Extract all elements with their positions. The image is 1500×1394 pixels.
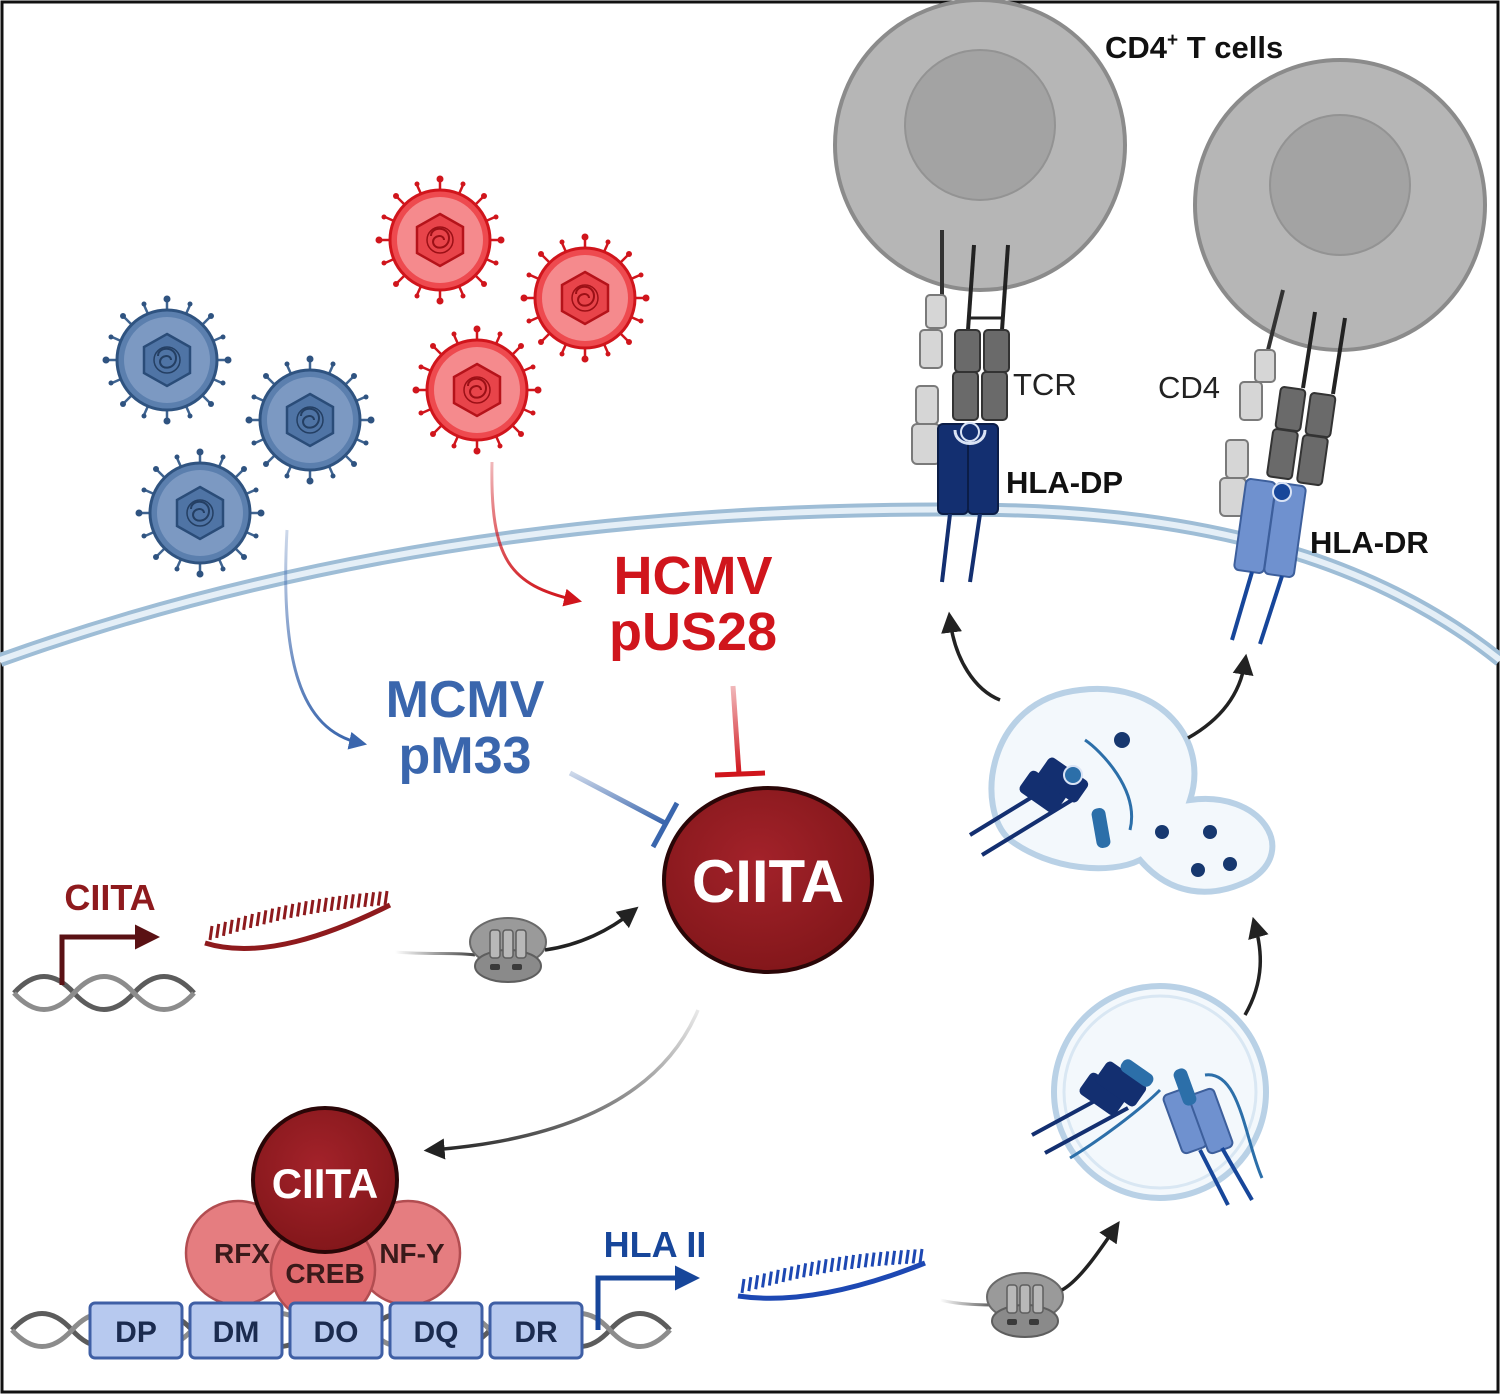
gene-box-do [288, 1301, 384, 1360]
hcmv-label: HCMV [614, 546, 773, 606]
red-virus-icon [411, 324, 543, 456]
translation-arrow [544, 906, 639, 952]
mrna-icon [737, 1248, 926, 1301]
gene-label-dm: DM [213, 1316, 260, 1349]
transcription-complex [184, 1106, 462, 1324]
gene-box-dq [388, 1301, 484, 1360]
traffic-arrow [1243, 916, 1269, 1016]
ciita-complex-label: CIITA [272, 1160, 379, 1207]
vesicle-icon [968, 685, 1276, 895]
red-virus-icon [519, 232, 651, 364]
hcmv-arrow [490, 461, 583, 607]
ribosome-icon [986, 1272, 1064, 1338]
blue-virus-icon [134, 447, 266, 579]
hla-ii-promoter-arrow [595, 1265, 700, 1330]
hla-dr-label: HLA-DR [1310, 525, 1429, 560]
gene-label-dp: DP [115, 1316, 157, 1349]
red-virus-icon [374, 174, 506, 306]
mrna-icon [204, 890, 392, 951]
gene-label-do: DO [314, 1316, 359, 1349]
hcmv-inhibition [714, 685, 766, 778]
tcr-hla-dp-complex [911, 230, 1010, 583]
blue-virus-icon [244, 354, 376, 486]
rfx-label: RFX [214, 1238, 270, 1269]
hla-dp-label: HLA-DP [1006, 465, 1123, 500]
gene-boxes: DP DM DO DQ DR [88, 1301, 584, 1360]
translation-arrow [1061, 1221, 1120, 1292]
hla-ii-label: HLA II [604, 1224, 707, 1265]
gene-label-dq: DQ [414, 1316, 459, 1349]
dna-helix-icon [14, 977, 194, 1010]
mcmv-label: MCMV [386, 671, 545, 729]
gene-box-dr [488, 1301, 584, 1360]
traffic-arrow [941, 611, 1001, 702]
pus28-label: pUS28 [609, 602, 777, 662]
cd4-label: CD4 [1158, 370, 1220, 405]
tcr-hla-dr-complex [1219, 289, 1347, 645]
mcmv-arrow [284, 529, 368, 750]
tcr-label: TCR [1013, 367, 1077, 402]
mcmv-inhibition [568, 770, 680, 849]
gene-box-dm [188, 1301, 284, 1360]
ciita-to-complex-arrow [423, 1009, 700, 1160]
ciita-gene-promoter [14, 924, 194, 1010]
t-cell-icon [1193, 58, 1487, 352]
gene-box-dp [88, 1301, 184, 1360]
cd4-t-cells-label: CD4+ T cells [1105, 30, 1283, 65]
t-cell-icon [833, 0, 1127, 292]
ciita-protein-label: CIITA [692, 848, 844, 915]
nfy-label: NF-Y [379, 1238, 445, 1269]
traffic-arrow [1187, 653, 1254, 740]
ciita-gene-label: CIITA [64, 877, 155, 918]
ciita-protein [662, 786, 874, 974]
creb-label: CREB [285, 1258, 364, 1289]
gene-label-dr: DR [514, 1316, 558, 1349]
vesicle-icon [1031, 983, 1269, 1206]
blue-virus-icon [101, 294, 233, 426]
ribosome-icon [469, 917, 547, 983]
pm33-label: pM33 [399, 727, 532, 785]
